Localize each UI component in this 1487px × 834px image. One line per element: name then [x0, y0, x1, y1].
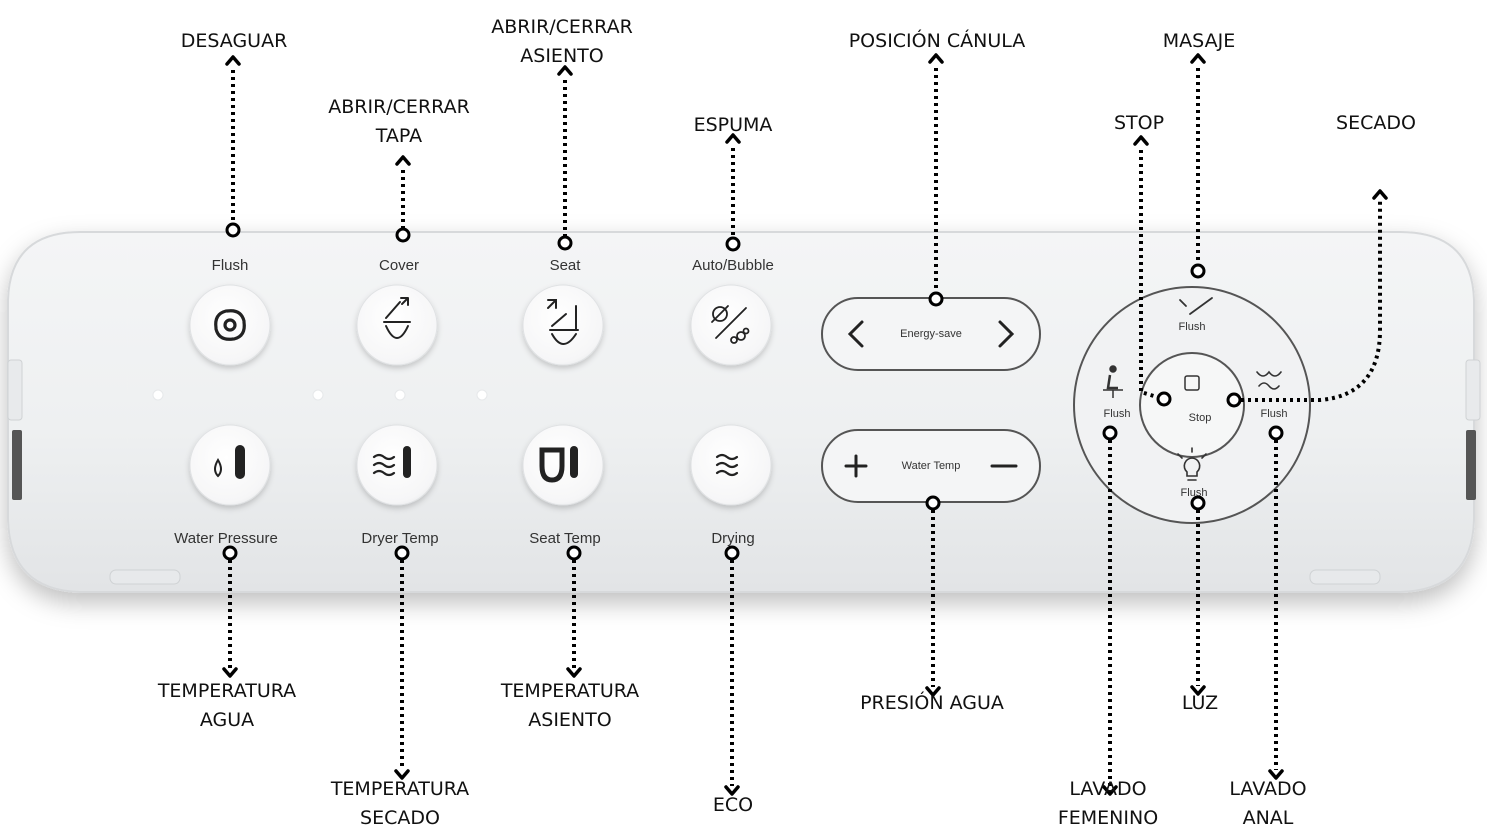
annotation-masaje: MASAJE: [1162, 30, 1236, 52]
water-pressure-label: Water Pressure: [174, 530, 278, 547]
cover-button[interactable]: [356, 284, 438, 366]
water-temp-label: Water Temp: [901, 460, 961, 472]
stop-icon[interactable]: [1184, 375, 1200, 391]
dial-flush-bottom-label: Flush: [1180, 487, 1208, 499]
chevron-right-icon[interactable]: [998, 320, 1015, 348]
dial-stop-label: Stop: [1188, 412, 1212, 424]
cover-icon: [383, 297, 411, 339]
arrow-heads: [222, 53, 1388, 796]
leader-lines: [228, 68, 1382, 786]
drying-label: Drying: [711, 530, 755, 547]
seat-label: Seat: [549, 257, 581, 274]
annotation-eco: ECO: [712, 794, 754, 816]
annotation-secado: SECADO: [1336, 112, 1416, 134]
auto-bubble-icon: [711, 305, 750, 344]
auto-bubble-button[interactable]: [690, 284, 772, 366]
flush-dial: [1073, 286, 1311, 524]
dryer-temp-label: Dryer Temp: [361, 530, 439, 547]
air-thermometer-icon: [372, 446, 411, 478]
annotation-posicion-canula: POSICIÓN CÁNULA: [848, 30, 1026, 52]
feminine-wash-icon[interactable]: [1103, 365, 1123, 398]
annotation-abrir-cerrar-asiento: ABRIR/CERRAR ASIENTO: [491, 16, 633, 67]
dial-flush-left-label: Flush: [1103, 408, 1131, 420]
water-drop-thermometer-icon: [214, 445, 245, 479]
seat-button[interactable]: [522, 284, 604, 366]
cover-label: Cover: [378, 257, 420, 274]
air-icon: [715, 453, 739, 477]
annotation-temperatura-secado: TEMPERATURA SECADO: [330, 778, 470, 829]
annotation-stop: STOP: [1113, 112, 1165, 134]
water-pressure-button[interactable]: [189, 424, 271, 506]
dial-flush-top-label: Flush: [1178, 321, 1206, 333]
plus-icon[interactable]: [844, 454, 868, 478]
dial-flush-right-label: Flush: [1260, 408, 1288, 420]
annotation-desaguar: DESAGUAR: [180, 30, 288, 52]
annotation-temperatura-agua: TEMPERATURA AGUA: [157, 680, 297, 731]
indicator-lights: [152, 389, 488, 401]
leader-circles: [222, 222, 1284, 561]
annotation-espuma: ESPUMA: [693, 114, 773, 136]
annotation-temperatura-asiento: TEMPERATURA ASIENTO: [500, 680, 640, 731]
seat-icon: [547, 299, 579, 345]
seat-temp-label: Seat Temp: [529, 530, 601, 547]
annotation-lavado-femenino: LAVADO FEMENINO: [1057, 778, 1159, 829]
drying-button[interactable]: [690, 424, 772, 506]
energy-save-label: Energy-save: [900, 328, 962, 340]
chevron-left-icon[interactable]: [847, 320, 864, 348]
seat-thermometer-icon: [539, 446, 578, 483]
auto-bubble-label: Auto/Bubble: [692, 257, 774, 274]
flush-label: Flush: [211, 257, 249, 274]
annotation-presion-agua: PRESIÓN AGUA: [860, 692, 1004, 714]
flush-button[interactable]: [189, 284, 271, 366]
dryer-temp-button[interactable]: [356, 424, 438, 506]
light-bulb-icon[interactable]: [1177, 447, 1207, 481]
annotation-lavado-anal: LAVADO ANAL: [1229, 778, 1307, 829]
annotation-luz: LUZ: [1181, 692, 1219, 714]
rear-wash-icon[interactable]: [1256, 370, 1282, 390]
annotation-abrir-cerrar-tapa: ABRIR/CERRAR TAPA: [328, 96, 470, 147]
flush-icon: [214, 309, 246, 341]
massage-icon[interactable]: [1179, 297, 1213, 315]
